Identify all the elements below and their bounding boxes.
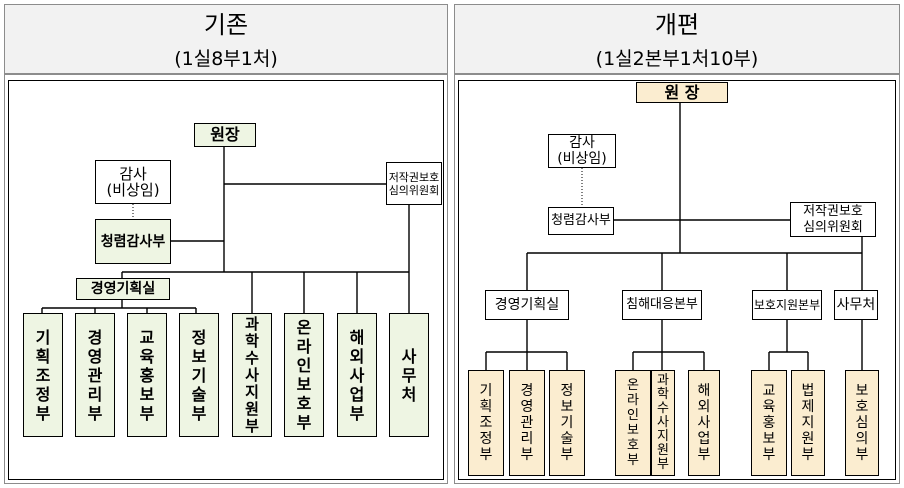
new-dept-label: 과학수사지원부	[657, 373, 669, 472]
new-division-box: 경영기획실	[485, 290, 569, 320]
new-dept-box: 과학수사지원부	[651, 370, 675, 476]
old-dept-label: 경영관리부	[87, 327, 103, 423]
new-dept-box: 법제지원부	[791, 370, 825, 476]
new-committee-box: 저작권보호 심의위원회	[790, 202, 876, 237]
new-dept-box: 해외사업부	[688, 370, 720, 476]
new-dept-label: 온라인보호부	[627, 378, 639, 468]
new-division-box: 보호지원본부	[752, 290, 822, 320]
old-auditor-box: 감사 (비상임)	[95, 160, 171, 204]
old-dept-box: 해외사업부	[337, 313, 377, 437]
new-dept-box: 기획조정부	[468, 370, 504, 476]
new-committee-line2: 심의위원회	[803, 219, 863, 235]
old-committee-line2: 심의위원회	[388, 183, 440, 197]
new-dept-box: 교육홍보부	[751, 370, 787, 476]
old-dept-box: 교육홍보부	[127, 313, 167, 437]
old-dept-box: 과학수사지원부	[232, 313, 272, 437]
new-dept-box: 정보기술부	[549, 370, 585, 476]
new-dept-box: 보호심의부	[845, 370, 879, 476]
old-auditor-label: 감사	[119, 165, 147, 183]
new-dept-box: 온라인보호부	[615, 370, 651, 476]
new-panel-header: 개편 (1실2본부1처10부)	[454, 4, 900, 74]
old-dept-label: 과학수사지원부	[245, 314, 259, 435]
new-dept-label: 보호심의부	[855, 383, 869, 463]
old-subtitle: (1실8부1처)	[174, 48, 278, 70]
old-dept-box: 사무처	[389, 313, 429, 437]
new-head-box: 원 장	[636, 82, 728, 103]
new-division-box: 사무처	[834, 290, 878, 320]
new-dept-box: 경영관리부	[509, 370, 545, 476]
old-dept-box: 경영관리부	[75, 313, 115, 437]
new-subtitle: (1실2본부1처10부)	[595, 48, 759, 70]
old-dept-box: 온라인보호부	[284, 313, 324, 437]
old-chart-frame	[8, 80, 444, 480]
old-committee-box: 저작권보호 심의위원회	[386, 162, 442, 205]
new-auditor-label: 감사	[569, 135, 595, 151]
old-dept-label: 기획조정부	[35, 327, 51, 423]
new-auditor-note: (비상임)	[557, 151, 607, 167]
old-dept-label: 해외사업부	[349, 327, 365, 423]
new-dept-label: 기획조정부	[479, 383, 493, 463]
old-panel-header: 기존 (1실8부1처)	[4, 4, 448, 74]
old-auditor-note: (비상임)	[106, 181, 160, 199]
new-title: 개편	[654, 11, 700, 39]
new-dept-label: 교육홍보부	[762, 383, 776, 463]
old-dept-box: 기획조정부	[23, 313, 63, 437]
old-committee-line1: 저작권보호	[388, 170, 440, 184]
new-chart-frame	[458, 80, 896, 480]
old-dept-box: 정보기술부	[179, 313, 219, 437]
old-head-box: 원장	[194, 123, 256, 147]
old-planning-box: 경영기획실	[76, 278, 170, 300]
new-division-box: 침해대응본부	[622, 290, 702, 320]
new-audit-office-box: 청렴감사부	[548, 207, 614, 235]
new-dept-label: 법제지원부	[801, 383, 815, 463]
old-dept-label: 온라인보호부	[296, 318, 312, 432]
new-dept-label: 정보기술부	[560, 383, 574, 463]
new-auditor-box: 감사 (비상임)	[548, 134, 616, 168]
old-dept-label: 교육홍보부	[139, 327, 155, 423]
old-dept-label: 정보기술부	[191, 327, 207, 423]
old-dept-label: 사무처	[401, 346, 417, 404]
new-dept-label: 경영관리부	[520, 383, 534, 463]
new-dept-label: 해외사업부	[697, 383, 711, 463]
new-committee-line1: 저작권보호	[803, 203, 863, 219]
old-title: 기존	[203, 11, 249, 39]
old-audit-office-box: 청렴감사부	[95, 219, 171, 264]
